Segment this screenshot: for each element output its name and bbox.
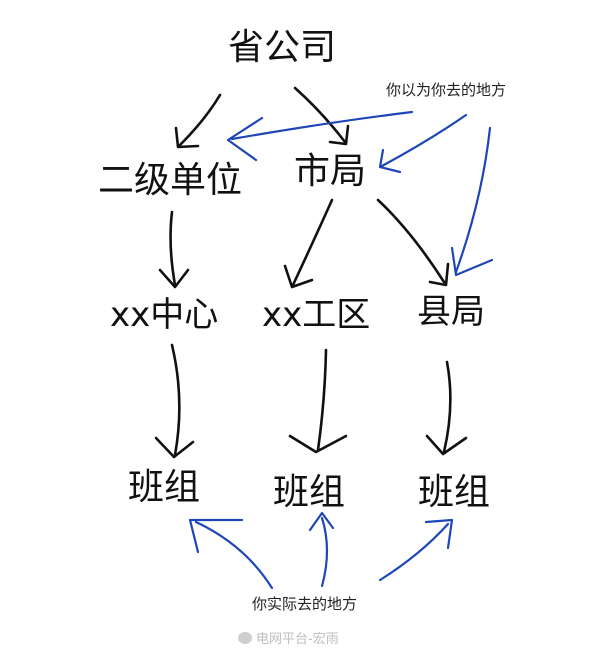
expected-arrow-to-city bbox=[378, 113, 468, 174]
node-team-3: 班组 bbox=[418, 472, 491, 513]
arrow-city-to-county bbox=[376, 198, 450, 287]
annotation-expected: 你以为你去的地方 bbox=[386, 81, 507, 99]
node-city-bureau: 市局 bbox=[294, 151, 367, 192]
arrow-province-to-city bbox=[293, 86, 350, 146]
expected-arrow-to-secondary bbox=[226, 110, 414, 162]
node-team-1: 班组 bbox=[128, 467, 201, 508]
expected-arrow-to-county bbox=[450, 126, 494, 277]
arrow-center-to-team-1 bbox=[154, 343, 195, 459]
annotation-actual: 你实际去的地方 bbox=[252, 595, 358, 613]
node-xx-work-area: xx工区 bbox=[262, 295, 371, 335]
arrow-province-to-secondary bbox=[174, 93, 222, 149]
arrow-county-to-team-3 bbox=[425, 360, 468, 456]
arrow-city-to-work-area bbox=[283, 198, 334, 289]
watermark-text: 电网平台-宏雨 bbox=[256, 632, 339, 647]
node-team-2: 班组 bbox=[273, 472, 346, 513]
arrow-secondary-to-center bbox=[158, 210, 190, 289]
watermark: 电网平台-宏雨 bbox=[238, 628, 339, 647]
node-xx-center: xx中心 bbox=[110, 295, 219, 335]
actual-arrow-to-team-2 bbox=[308, 511, 335, 588]
arrow-work-area-to-team-2 bbox=[288, 348, 348, 454]
node-secondary-unit: 二级单位 bbox=[98, 160, 243, 201]
actual-arrow-to-team-3 bbox=[378, 518, 454, 582]
weibo-logo-icon bbox=[238, 631, 252, 644]
node-county-bureau: 县局 bbox=[417, 292, 485, 332]
node-province: 省公司 bbox=[228, 27, 337, 68]
actual-arrow-to-team-1 bbox=[188, 518, 274, 590]
